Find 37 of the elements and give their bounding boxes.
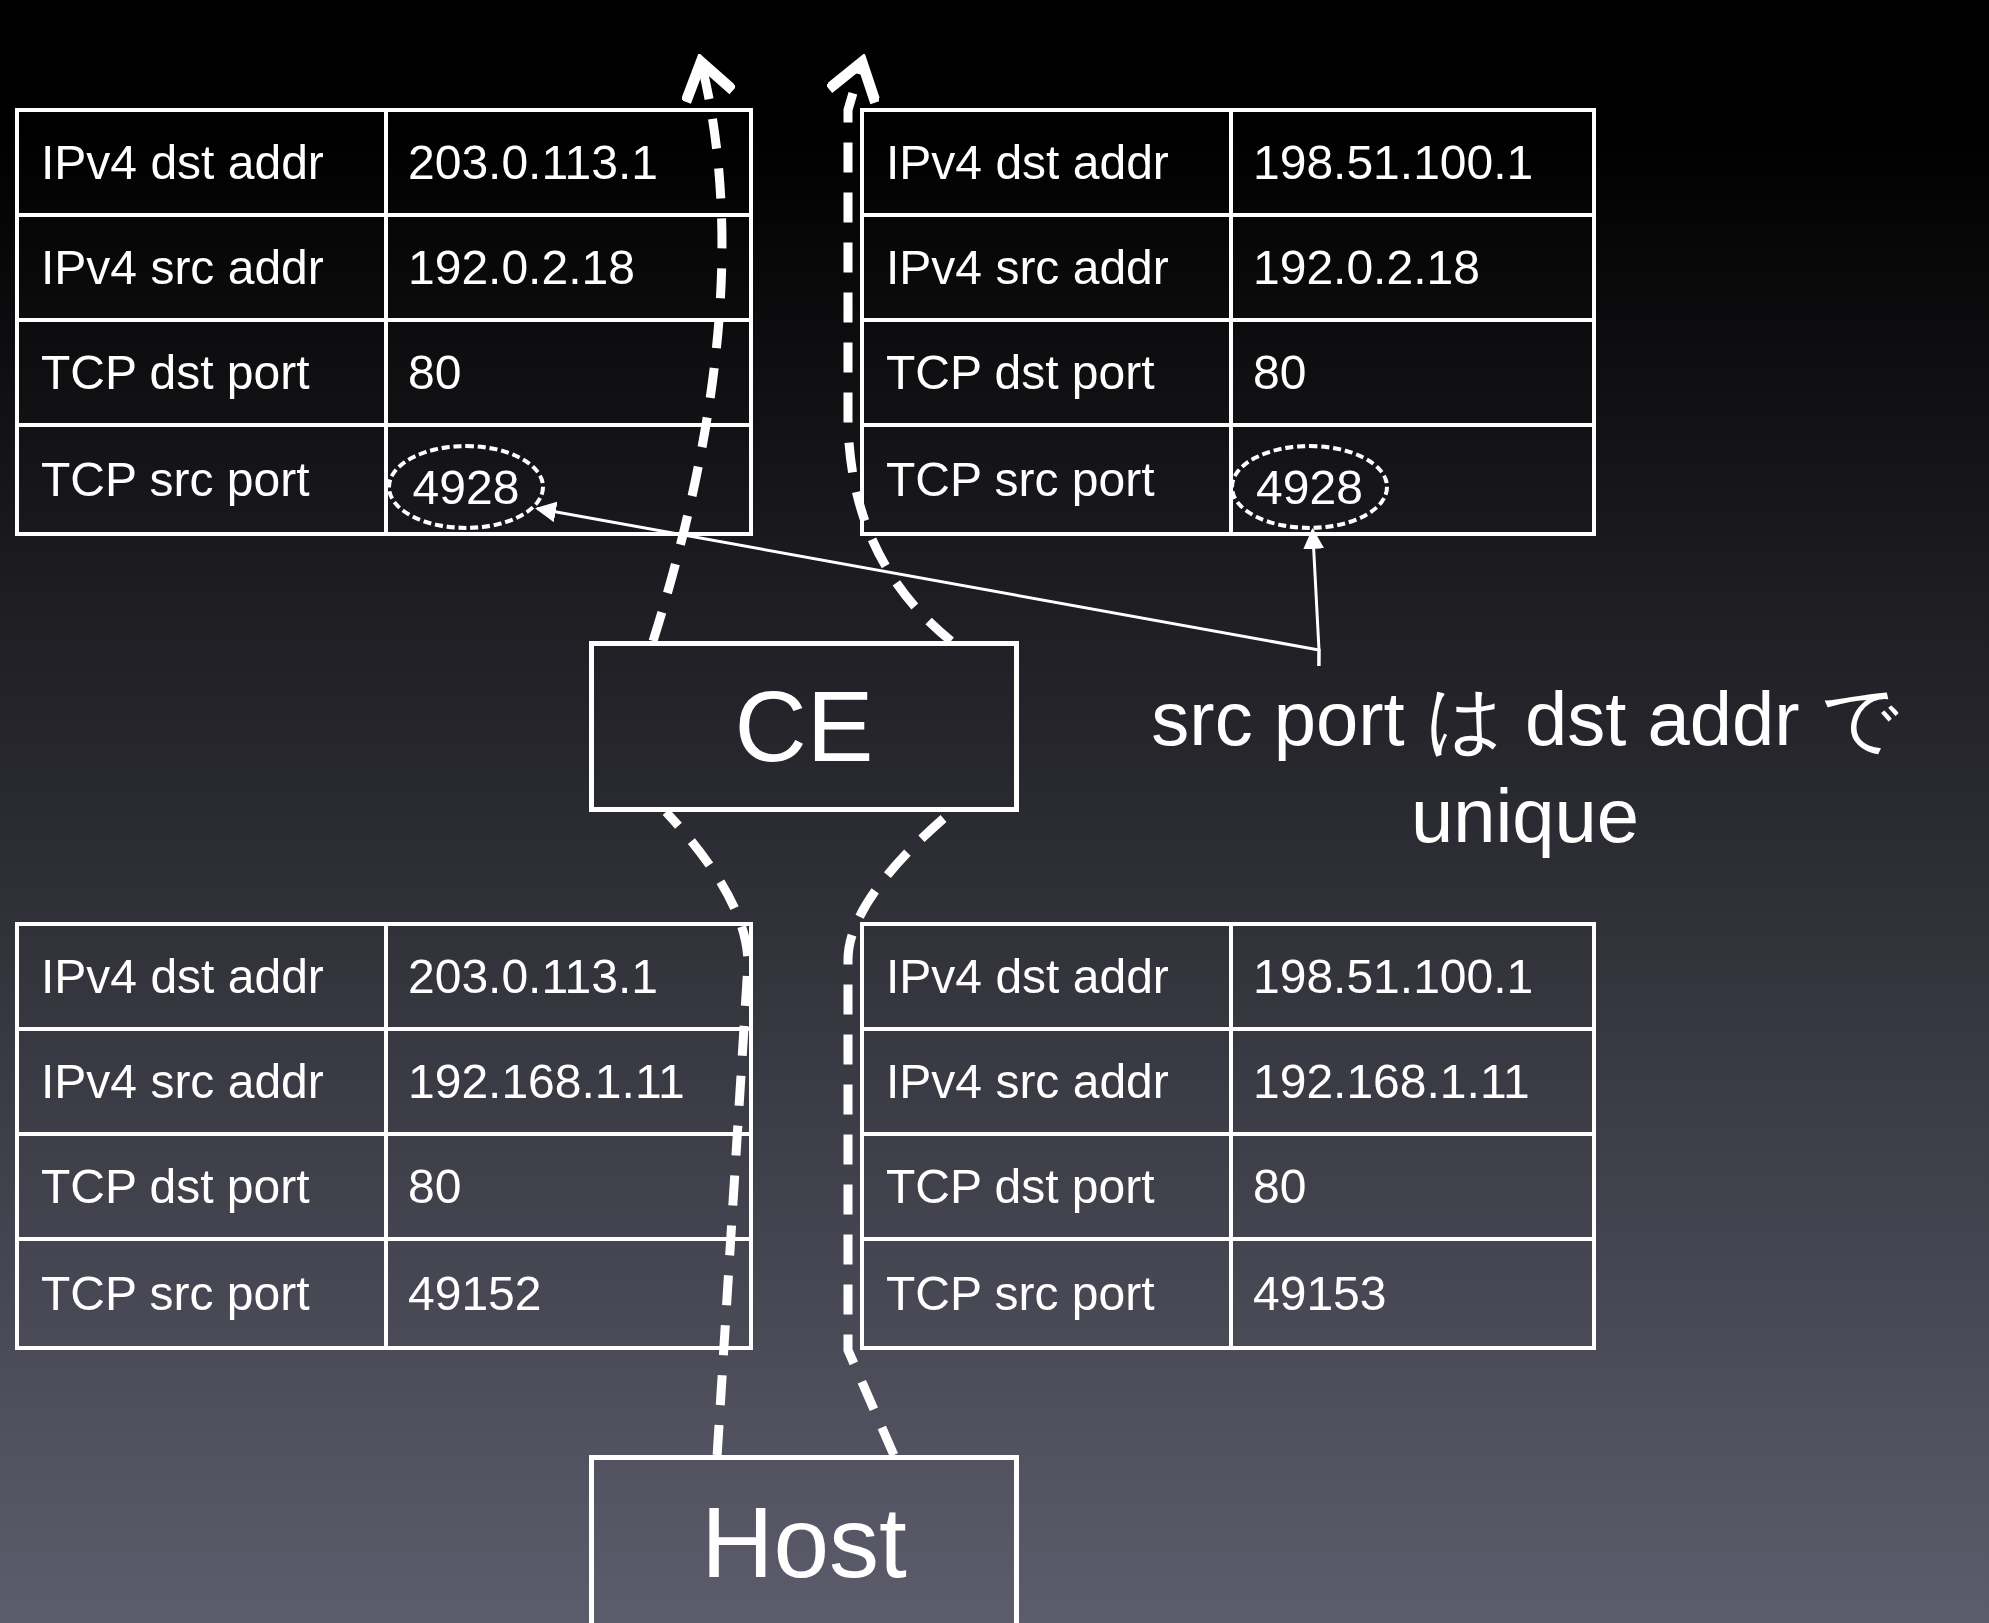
field-name: TCP dst port [41,1159,310,1214]
field-name: IPv4 src addr [41,240,324,295]
field-value: 80 [1253,1159,1307,1214]
field-value: 192.168.1.11 [408,1054,685,1109]
field-name: TCP src port [886,1266,1155,1321]
field-value: 198.51.100.1 [1253,135,1534,190]
field-name: TCP src port [886,452,1155,507]
device-box: CE [589,641,1019,812]
field-name: TCP dst port [886,1159,1155,1214]
dashed-arrow [648,56,738,643]
device-box: Host [589,1455,1019,1623]
field-name: TCP src port [41,452,310,507]
field-name: TCP dst port [41,345,310,400]
field-name: TCP dst port [886,345,1155,400]
field-value: 192.0.2.18 [408,240,635,295]
field-value: 203.0.113.1 [408,135,658,190]
field-name: IPv4 src addr [886,1054,1169,1109]
field-value: 49152 [408,1266,542,1321]
highlighted-value: 4928 [1230,444,1389,530]
field-value: 49153 [1253,1266,1387,1321]
field-value: 192.0.2.18 [1253,240,1480,295]
field-name: IPv4 dst addr [886,949,1169,1004]
leader-line [1303,527,1325,666]
field-name: IPv4 src addr [886,240,1169,295]
field-value: 198.51.100.1 [1253,949,1534,1004]
field-value: 192.168.1.11 [1253,1054,1530,1109]
field-value: 80 [408,1159,462,1214]
field-name: IPv4 dst addr [41,135,324,190]
field-value: 80 [1253,345,1307,400]
annotation-text: src port は dst addr で unique [1075,666,1975,862]
field-name: TCP src port [41,1266,310,1321]
field-value: 203.0.113.1 [408,949,658,1004]
field-name: IPv4 dst addr [41,949,324,1004]
field-value: 80 [408,345,462,400]
field-name: IPv4 dst addr [886,135,1169,190]
field-name: IPv4 src addr [41,1054,324,1109]
highlighted-value: 4928 [387,444,545,530]
